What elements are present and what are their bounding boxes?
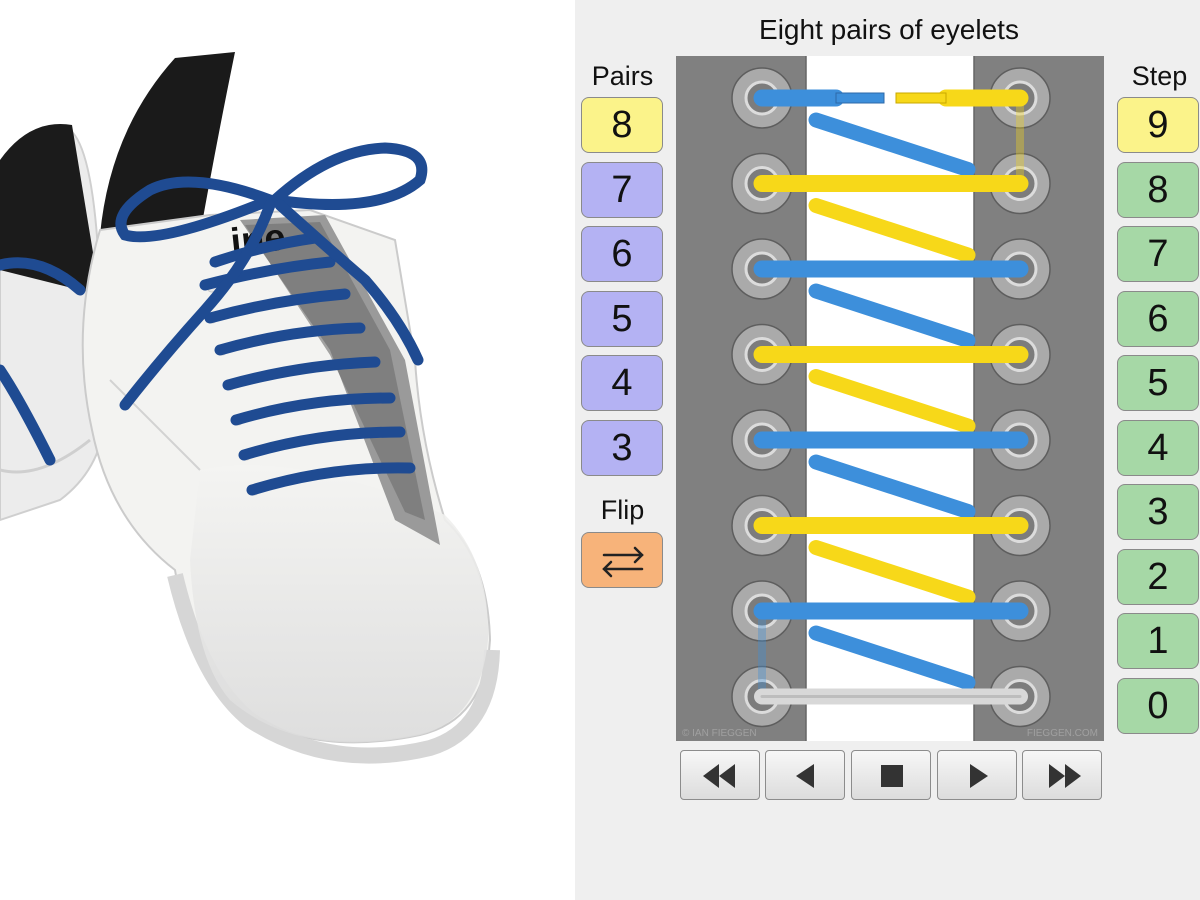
step-label: Step [1131,61,1188,91]
lacing-diagram: © IAN FIEGGEN FIEGGEN.COM [676,56,1104,741]
step-forward-button[interactable] [937,750,1017,800]
lace-segment [808,198,976,263]
stop-button[interactable] [851,750,931,800]
step-button-7[interactable]: 7 [1117,226,1199,282]
play-icon [970,764,988,788]
fast-forward-icon [1049,764,1081,788]
step-button-6[interactable]: 6 [1117,290,1199,347]
rewind-icon [703,764,735,788]
pairs-button-8[interactable]: 8 [581,97,663,153]
rewind-to-start-button[interactable] [680,750,760,800]
flip-label: Flip [600,495,645,525]
stop-icon [881,765,903,787]
pairs-button-6[interactable]: 6 [581,226,663,282]
right-shoe: ine [81,52,500,764]
pairs-button-4[interactable]: 4 [581,355,663,411]
step-back-button[interactable] [765,750,845,800]
laces [753,89,1029,705]
step-button-3[interactable]: 3 [1117,484,1199,540]
step-button-8[interactable]: 8 [1117,161,1199,218]
lace-segment [808,112,976,177]
step-back-icon [796,764,814,788]
step-button-2[interactable]: 2 [1117,548,1199,605]
pairs-button-5[interactable]: 5 [581,290,663,347]
step-button-4[interactable]: 4 [1117,419,1199,476]
lace-segment [808,283,976,348]
step-button-0[interactable]: 0 [1117,677,1199,734]
aglet-yellow [895,92,947,104]
flip-button[interactable] [581,532,663,588]
loose-lace [0,257,86,466]
diagram-title: Eight pairs of eyelets [759,14,1019,45]
shoe-photo: ine [0,0,575,900]
swap-arrows-icon [602,546,644,578]
step-button-5[interactable]: 5 [1117,355,1199,411]
credit-left: © IAN FIEGGEN [682,728,757,739]
lace-segment [808,454,976,519]
lace-segment [808,369,976,434]
step-button-1[interactable]: 1 [1117,613,1199,669]
fast-forward-button[interactable] [1022,750,1102,800]
lacing-app-panel: Eight pairs of eyelets Pairs Step Flip 8… [575,0,1200,900]
aglet-blue [835,92,885,104]
pairs-button-7[interactable]: 7 [581,161,663,218]
pairs-button-3[interactable]: 3 [581,419,663,476]
pairs-label: Pairs [591,61,654,91]
credit-right: FIEGGEN.COM [1027,728,1098,739]
step-button-9[interactable]: 9 [1117,97,1199,153]
lace-segment [808,625,976,690]
lace-segment [808,540,976,605]
